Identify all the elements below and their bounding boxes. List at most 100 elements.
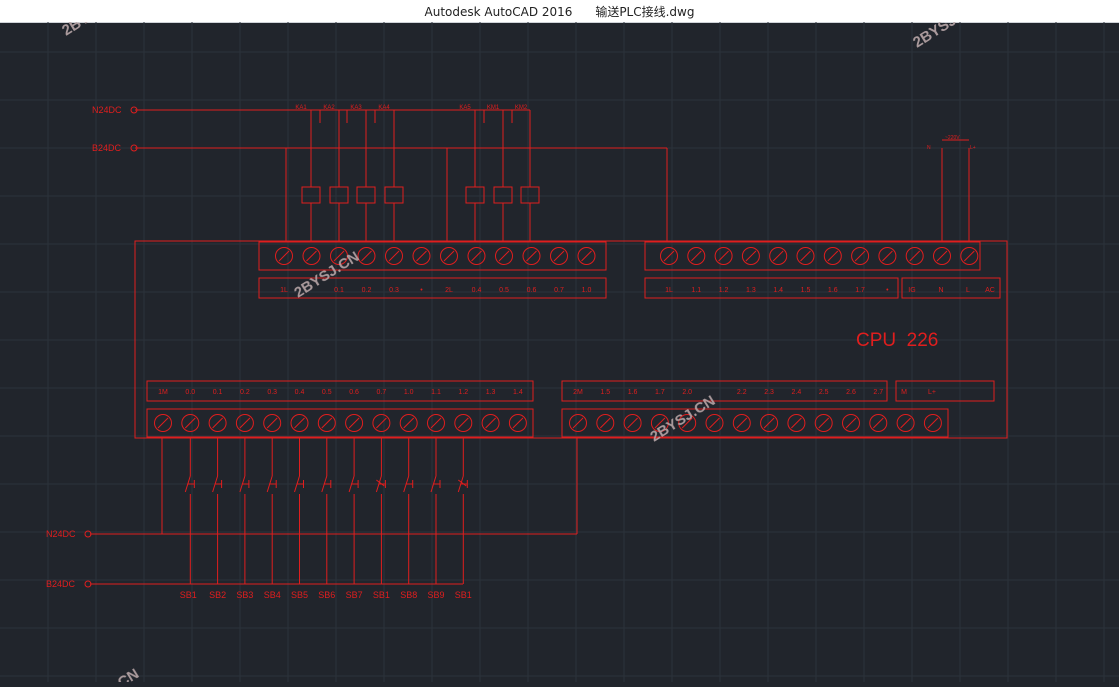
input-label: 1.1	[431, 389, 441, 396]
input-label: 1.4	[513, 389, 523, 396]
switch-label: SB1	[455, 590, 472, 600]
relay-label: KA2	[323, 105, 335, 111]
output-screw-terminal	[302, 247, 321, 265]
input-terminal-strip-right	[561, 408, 949, 438]
relay-label: KA1	[295, 105, 307, 111]
output-label: 1L	[280, 287, 288, 294]
output-label: 0.5	[499, 287, 509, 294]
output-screw-terminal	[905, 247, 924, 265]
relay-coil	[520, 186, 540, 204]
output-screw-terminal	[467, 247, 486, 265]
input-screw-terminal	[705, 414, 724, 432]
output-screw-terminal	[330, 247, 348, 265]
power-label: IG	[908, 287, 915, 294]
sensor-power-label-strip	[895, 380, 995, 402]
output-screw-terminal	[440, 247, 458, 265]
relay-label: KA3	[350, 105, 362, 111]
switch-label: SB4	[264, 590, 281, 600]
input-label: 2M	[573, 389, 583, 396]
input-label-strip-left	[146, 380, 534, 402]
relay-coil	[465, 186, 485, 204]
input-screw-terminal	[623, 414, 642, 432]
input-screw-terminal	[596, 414, 615, 432]
input-screw-terminal	[732, 414, 751, 432]
input-screw-terminal	[399, 414, 418, 432]
output-label: 0.4	[472, 287, 482, 294]
output-screw-terminal	[550, 247, 568, 265]
output-label: 1L	[665, 287, 673, 294]
output-screw-terminal	[357, 247, 376, 265]
input-screw-terminal	[787, 414, 806, 432]
input-label: 0.3	[267, 389, 277, 396]
push-button-switch	[266, 438, 277, 584]
switch-label: SB8	[400, 590, 417, 600]
input-screw-terminal	[345, 414, 364, 432]
grid	[0, 22, 1119, 682]
input-label: 1M	[158, 389, 168, 396]
input-screw-terminal	[454, 414, 473, 432]
relay-coil	[384, 186, 404, 204]
output-label-strip-left	[258, 277, 607, 299]
input-screw-terminal	[372, 414, 391, 432]
input-screw-terminal	[508, 414, 527, 432]
output-label: 0.7	[554, 287, 564, 294]
input-screw-terminal	[181, 414, 200, 432]
terminal-n24-top	[130, 106, 138, 114]
label-n24-top: N24DC	[92, 105, 122, 115]
output-label: 0.6	[527, 287, 537, 294]
label-b24-bottom: B24DC	[46, 579, 76, 589]
file-name: 输送PLC接线.dwg	[595, 5, 695, 19]
output-screw-terminal	[577, 247, 596, 265]
terminal-b24-top	[130, 144, 138, 152]
output-screw-terminal	[823, 247, 842, 265]
push-button-switch	[403, 438, 414, 584]
push-button-switch	[375, 438, 386, 584]
watermark-corner-tr: 2BYSJ.	[910, 22, 963, 51]
output-screw-terminal	[741, 247, 760, 265]
input-label: 2.0	[682, 389, 692, 396]
input-label: 0.7	[377, 389, 387, 396]
input-label: 1.2	[458, 389, 468, 396]
relay-label: KA5	[459, 105, 471, 111]
input-screw-terminal	[650, 414, 669, 432]
cad-drawing[interactable]: N24DC B24DC N24DC B24DC CPU 226 ~220V N …	[0, 4, 1119, 687]
output-screw-terminal	[933, 247, 951, 265]
output-label: 1.7	[855, 287, 865, 294]
switch-label: SB9	[427, 590, 444, 600]
push-button-switch	[348, 438, 359, 584]
drawing-canvas[interactable]: N24DC B24DC N24DC B24DC CPU 226 ~220V N …	[0, 4, 1119, 687]
input-label-strip-right	[561, 380, 888, 402]
output-label: 1.3	[746, 287, 756, 294]
window-title: Autodesk AutoCAD 2016 输送PLC接线.dwg	[0, 3, 1119, 20]
input-label: 2.4	[792, 389, 802, 396]
supply-n-label: N	[927, 145, 931, 151]
input-screw-terminal	[869, 414, 888, 432]
power-label: N	[938, 287, 943, 294]
input-screw-terminal	[208, 414, 227, 432]
input-label: 2.5	[819, 389, 829, 396]
terminal-b24-bottom	[84, 580, 92, 588]
relay-label: KM2	[515, 105, 528, 111]
sensor-power-label: L+	[928, 389, 936, 396]
input-label: 2.6	[846, 389, 856, 396]
output-label: 1.5	[801, 287, 811, 294]
output-terminal-strip-left	[258, 241, 607, 271]
relay-coil	[356, 186, 376, 204]
output-screw-terminal	[769, 247, 788, 265]
input-label: 0.2	[240, 389, 250, 396]
watermark-1: 2BYSJ.CN	[291, 248, 362, 301]
input-screw-terminal	[760, 414, 779, 432]
output-screw-terminal	[522, 247, 541, 265]
input-label: 0.6	[349, 389, 359, 396]
output-terminal-strip-right	[644, 241, 981, 271]
output-label: 2L	[445, 287, 453, 294]
watermark-corner-bl: .CN	[111, 665, 142, 682]
output-screw-terminal	[495, 247, 513, 265]
push-button-switch	[430, 438, 441, 584]
input-screw-terminal	[154, 414, 172, 432]
switch-label: SB7	[346, 590, 363, 600]
power-label-strip	[901, 277, 1001, 299]
label-n24-bottom: N24DC	[46, 529, 76, 539]
input-label: 1.7	[655, 389, 665, 396]
input-screw-terminal	[290, 414, 309, 432]
